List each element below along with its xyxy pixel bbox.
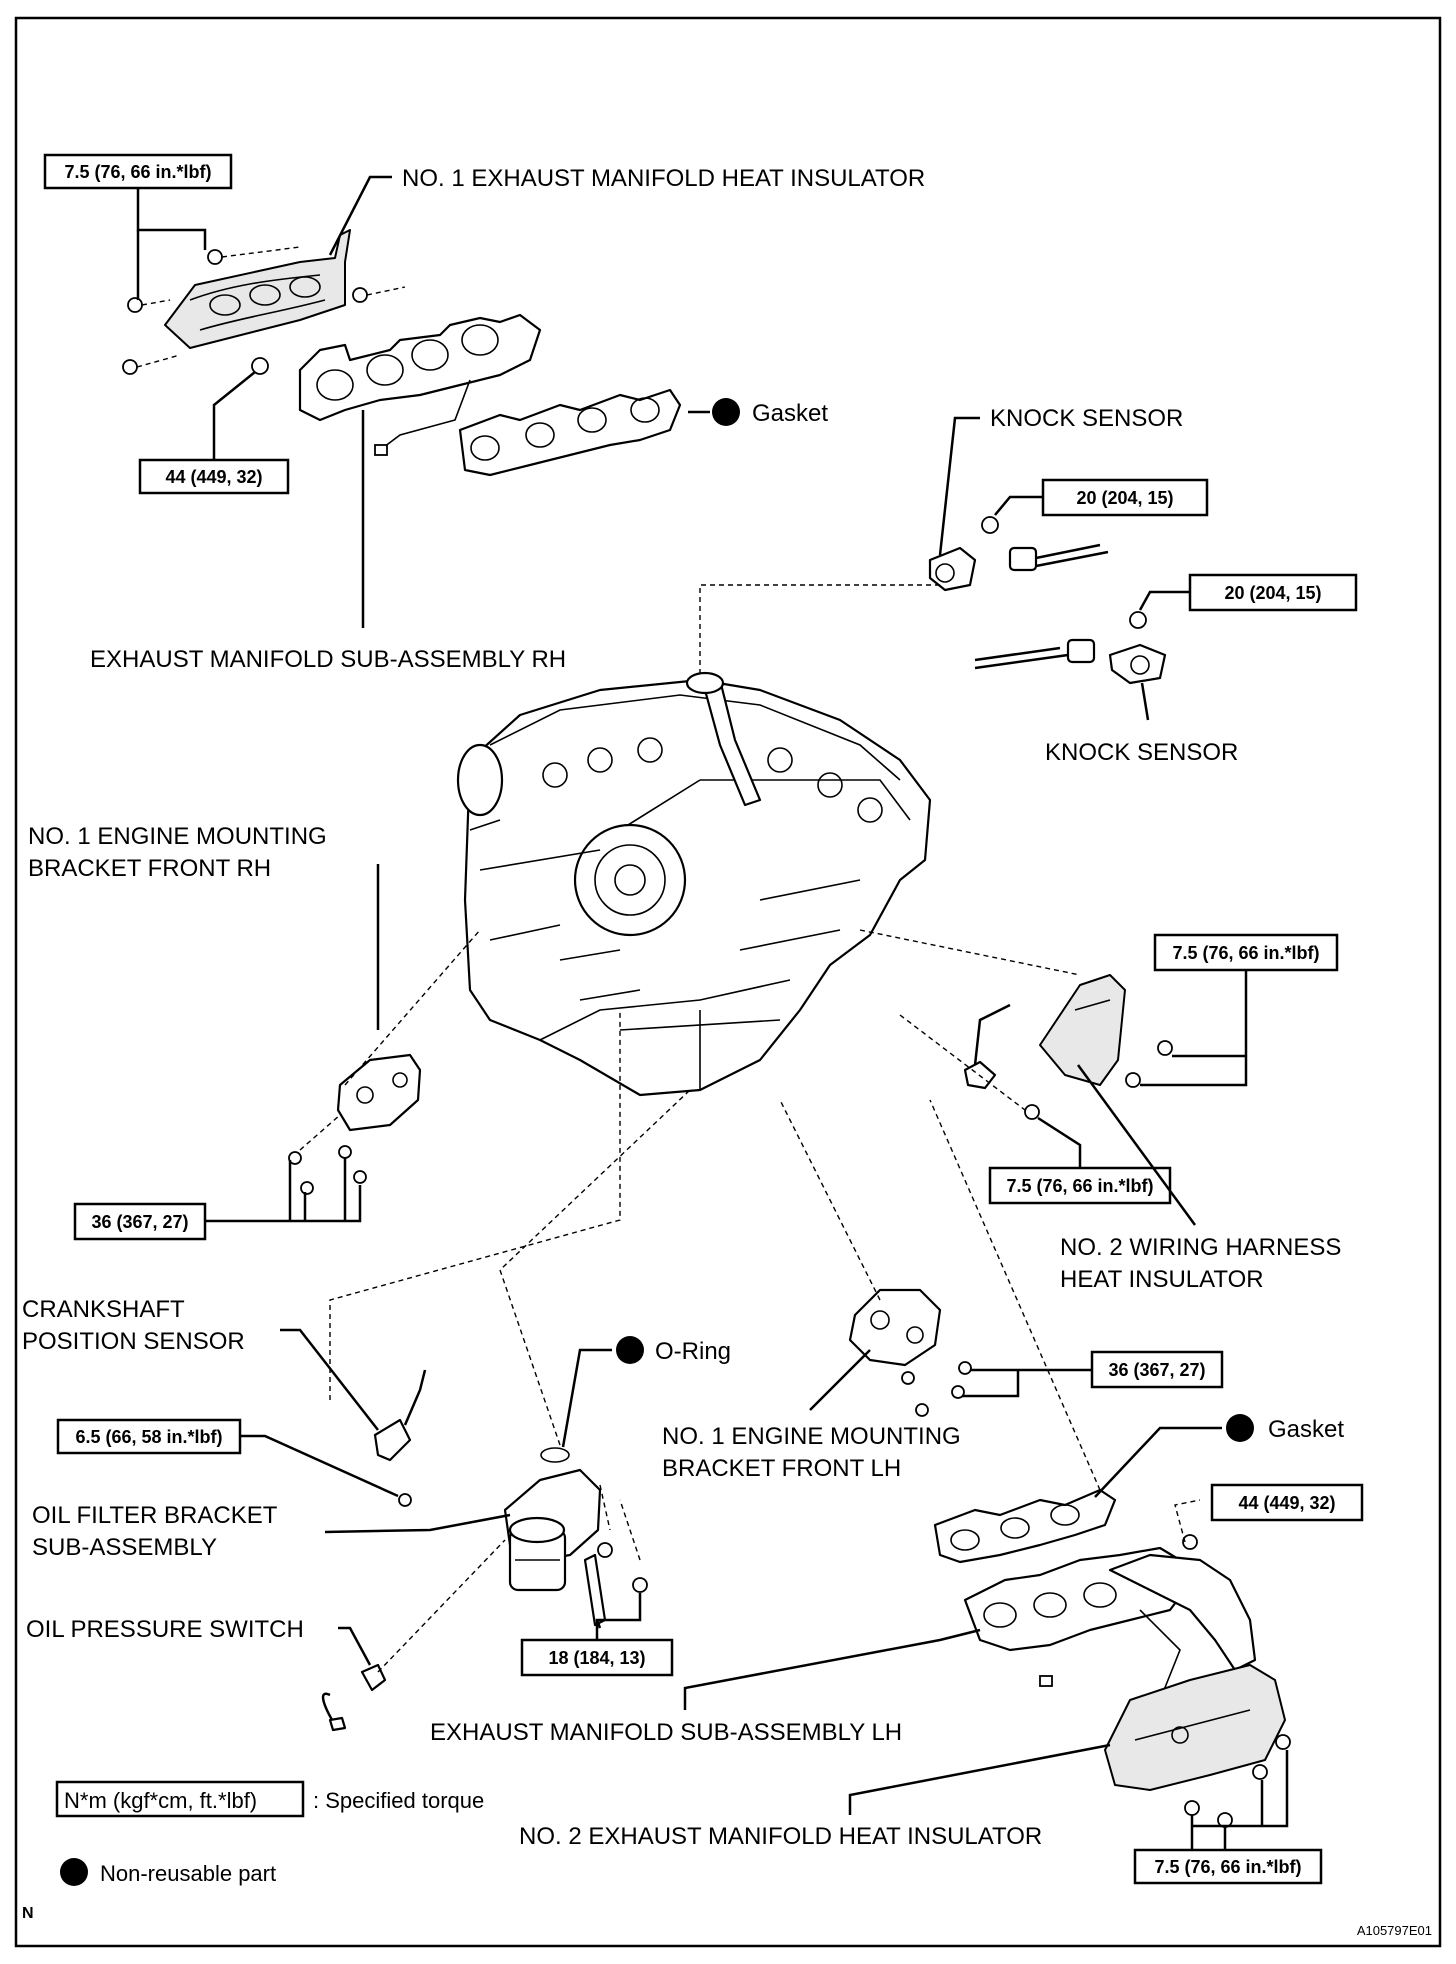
label-wiring-insulator-line1: NO. 2 WIRING HARNESS — [1060, 1234, 1341, 1261]
wiring-insulator-drawing — [963, 974, 1173, 1120]
label-oil-pressure-switch: OIL PRESSURE SWITCH — [26, 1616, 304, 1643]
oil-pressure-switch-drawing — [321, 1663, 387, 1732]
torque-crankshaft: 6.5 (66, 58 in.*lbf) — [75, 1427, 222, 1447]
label-bracket-lh-line2: BRACKET FRONT LH — [662, 1455, 901, 1482]
torque-box-knock-mid — [1188, 573, 1358, 612]
torque-bracket-lh: 36 (367, 27) — [1108, 1360, 1205, 1380]
gasket-bottom-drawing — [933, 1488, 1117, 1564]
no1-heat-insulator-drawing — [164, 229, 351, 349]
torque-oil-filter: 18 (184, 13) — [548, 1648, 645, 1668]
torque-lh-manifold: 44 (449, 32) — [1238, 1493, 1335, 1513]
torque-wiring-bottom: 7.5 (76, 66 in.*lbf) — [1006, 1176, 1153, 1196]
torque-box-bracket-rh — [73, 1202, 207, 1241]
torque-box-wiring-bottom — [988, 1166, 1172, 1205]
knock-sensor-mid-drawing — [974, 611, 1167, 685]
label-gasket-top: Gasket — [752, 400, 828, 427]
label-oil-filter-line1: OIL FILTER BRACKET — [32, 1502, 278, 1529]
torque-box-wiring-top — [1153, 933, 1339, 972]
legend-nonreusable: Non-reusable part — [100, 1861, 276, 1886]
legend-torque-desc: : Specified torque — [313, 1788, 484, 1813]
torque-wiring-top: 7.5 (76, 66 in.*lbf) — [1172, 943, 1319, 963]
label-oil-filter-line2: SUB-ASSEMBLY — [32, 1534, 217, 1561]
oil-filter-bracket-drawing — [503, 1447, 648, 1627]
torque-box-rh-manifold — [138, 458, 290, 495]
label-no2-exhaust-heat-insulator: NO. 2 EXHAUST MANIFOLD HEAT INSULATOR — [519, 1823, 1042, 1850]
label-knock-sensor-top: KNOCK SENSOR — [990, 405, 1183, 432]
label-bracket-lh-line1: NO. 1 ENGINE MOUNTING — [662, 1423, 961, 1450]
exhaust-manifold-rh-drawing — [298, 313, 542, 456]
legend-torque-unit: N*m (kgf*cm, ft.*lbf) — [64, 1788, 257, 1813]
nonreusable-dot-oring — [616, 1336, 644, 1364]
bracket-rh-drawing — [288, 1053, 422, 1195]
nonreusable-dot-gasket-bottom — [1226, 1414, 1254, 1442]
torque-box-crankshaft — [56, 1418, 242, 1455]
label-crankshaft-line2: POSITION SENSOR — [22, 1328, 245, 1355]
legend-nonreusable-dot — [60, 1858, 88, 1886]
torque-box-lh-manifold — [1210, 1483, 1364, 1522]
knock-sensor-top-drawing — [928, 516, 1109, 592]
torque-knock-top: 20 (204, 15) — [1076, 488, 1173, 508]
legend-torque-box — [55, 1780, 305, 1818]
torque-rh-insulator: 7.5 (76, 66 in.*lbf) — [64, 162, 211, 182]
torque-box-lh-insulator — [1133, 1848, 1323, 1885]
label-no1-exhaust-heat-insulator: NO. 1 EXHAUST MANIFOLD HEAT INSULATOR — [402, 165, 925, 192]
torque-box-rh-insulator — [43, 153, 233, 190]
engine-block-drawing — [456, 671, 932, 1097]
gasket-top-drawing — [458, 388, 682, 477]
bracket-lh-drawing — [848, 1288, 972, 1417]
label-gasket-bottom: Gasket — [1268, 1416, 1344, 1443]
label-knock-sensor-mid: KNOCK SENSOR — [1045, 739, 1238, 766]
figure-id: A105797E01 — [1357, 1923, 1432, 1938]
label-bracket-rh-line2: BRACKET FRONT RH — [28, 855, 271, 882]
corner-n-mark: N — [22, 1905, 34, 1922]
label-bracket-rh-line1: NO. 1 ENGINE MOUNTING — [28, 823, 327, 850]
crankshaft-sensor-drawing — [373, 1369, 427, 1507]
label-wiring-insulator-line2: HEAT INSULATOR — [1060, 1266, 1264, 1293]
label-exhaust-manifold-lh: EXHAUST MANIFOLD SUB-ASSEMBLY LH — [430, 1719, 902, 1746]
torque-bracket-rh: 36 (367, 27) — [91, 1212, 188, 1232]
torque-rh-manifold: 44 (449, 32) — [165, 467, 262, 487]
label-oring: O-Ring — [655, 1338, 731, 1365]
torque-box-knock-top — [1041, 478, 1209, 517]
nonreusable-dot-gasket-top — [712, 398, 740, 426]
torque-knock-mid: 20 (204, 15) — [1224, 583, 1321, 603]
torque-lh-insulator: 7.5 (76, 66 in.*lbf) — [1154, 1857, 1301, 1877]
label-crankshaft-line1: CRANKSHAFT — [22, 1296, 185, 1323]
no2-heat-insulator-drawing — [1104, 1664, 1291, 1828]
label-exhaust-manifold-rh: EXHAUST MANIFOLD SUB-ASSEMBLY RH — [90, 646, 566, 673]
diagram-frame — [14, 16, 1442, 1948]
exhaust-manifold-lh-drawing — [963, 1534, 1257, 1701]
